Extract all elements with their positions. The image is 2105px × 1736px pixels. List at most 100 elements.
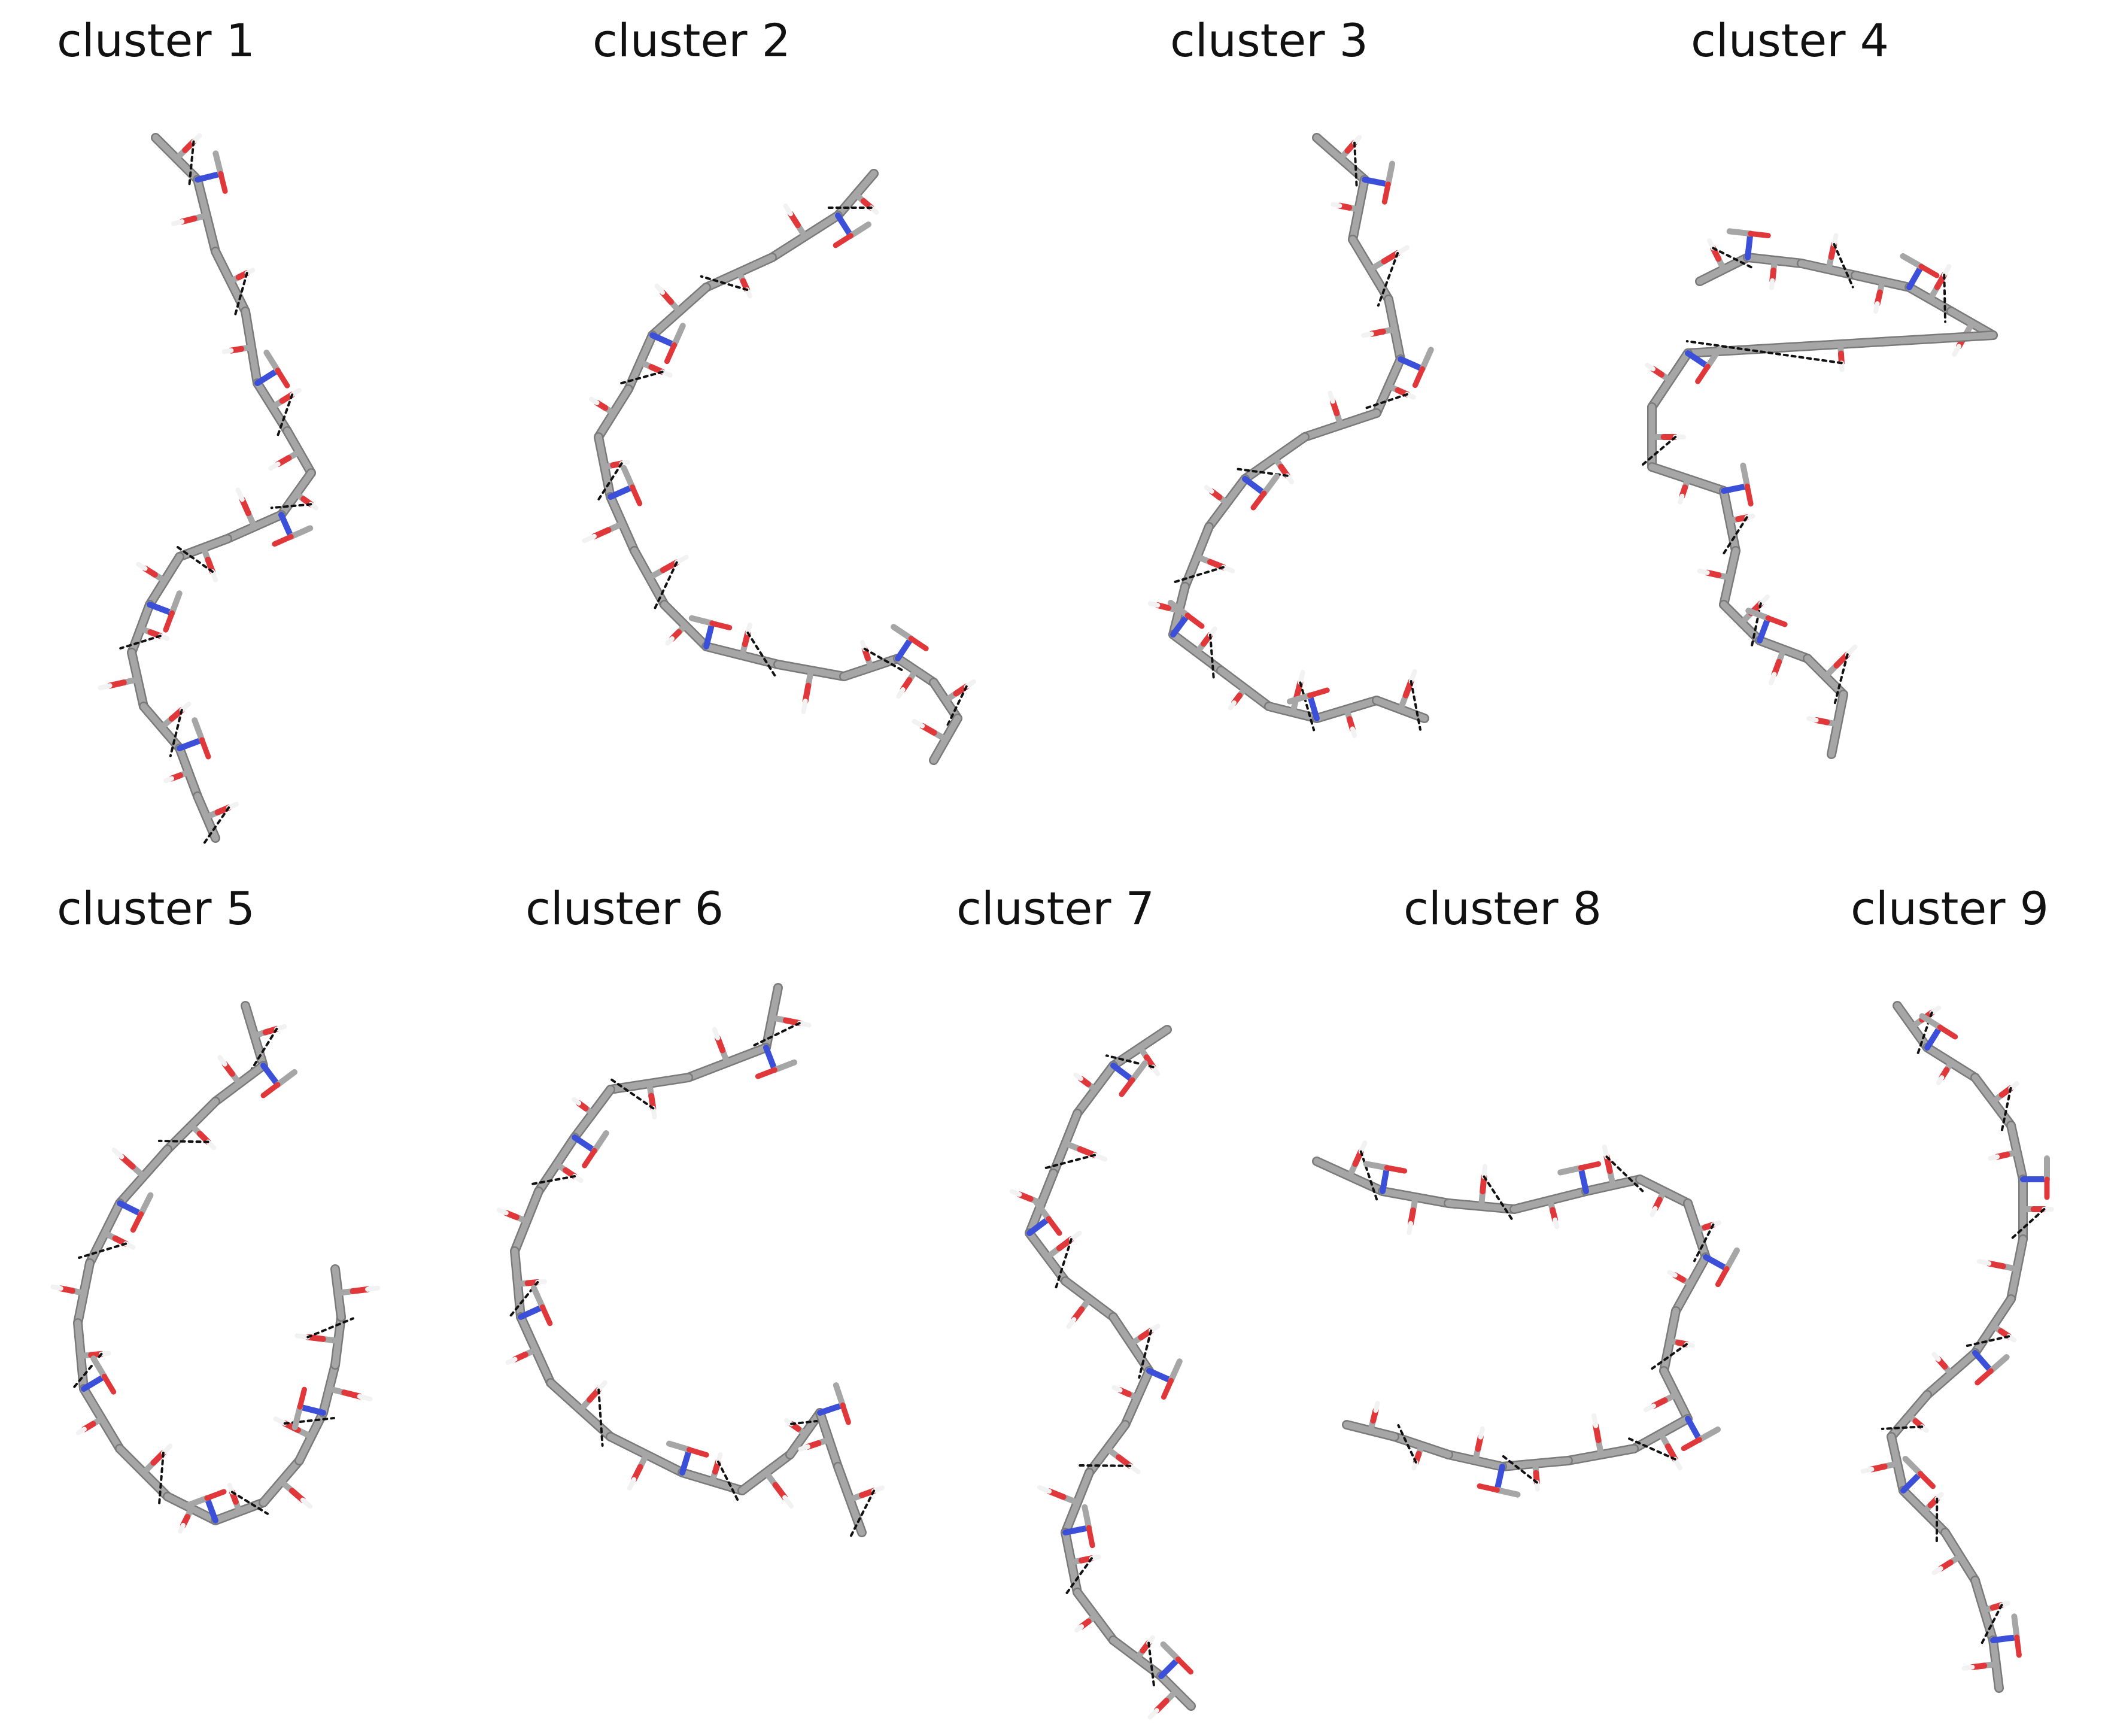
hydrogen-bond-dashed: [1685, 340, 1843, 365]
methyl-bond: [1494, 1487, 1521, 1498]
hydrogen-bond-dashed: [169, 709, 183, 758]
hydrogen-bond: [896, 687, 906, 699]
hydrogen-bond-dashed: [652, 561, 678, 612]
hydrogen-bond: [912, 718, 925, 729]
hydrogen-bond: [1845, 644, 1858, 657]
hydrogen-bond: [745, 622, 752, 636]
hydrogen-bond-dashed: [1943, 274, 1947, 323]
oxygen-bond: [591, 527, 612, 539]
oxygen-bond: [1603, 1154, 1613, 1174]
hydrogen-bond: [1931, 1352, 1941, 1362]
methyl-bond: [848, 221, 872, 239]
methyl-bond: [288, 525, 314, 540]
methyl-bond: [184, 1495, 210, 1509]
oxygen-bond: [1593, 1422, 1602, 1443]
methyl-bond: [891, 624, 915, 642]
hydrogen-bond-dashed: [1041, 1154, 1096, 1170]
oxygen-bond: [1402, 678, 1414, 699]
hydrogen-bond-dashed: [1364, 393, 1408, 409]
hydrogen-bond: [1952, 344, 1962, 357]
carbonyl-bond: [1307, 687, 1330, 699]
hydrogen-bond: [1650, 1206, 1658, 1217]
hydrogen-bond-dashed: [1483, 1175, 1515, 1222]
oxygen-bond: [1833, 651, 1851, 669]
hydrogen-bond: [268, 462, 281, 471]
hydrogen-bond: [274, 1024, 287, 1031]
carbonyl-bond: [1477, 1483, 1500, 1493]
methyl-bond: [275, 1069, 297, 1088]
hydrogen-bond: [1147, 600, 1161, 608]
hydrogen-bond-dashed: [700, 275, 749, 292]
hydrogen-bond: [674, 554, 689, 565]
methyl-bond: [621, 465, 636, 490]
hydrogen-bond-dashed: [616, 371, 664, 386]
hydrogen-bond-dashed: [716, 1460, 740, 1504]
carbonyl-bond: [1715, 1265, 1730, 1288]
nitrogen-bond: [835, 213, 854, 239]
carbonyl-bond: [204, 1489, 227, 1501]
hydrogen-bond: [179, 701, 192, 713]
carbonyl-bond: [1381, 181, 1391, 205]
methyl-bond: [263, 350, 281, 374]
hydrogen-bond: [588, 396, 600, 405]
cluster-3-label: cluster 3: [1170, 14, 1368, 67]
carbonyl-bond: [1747, 230, 1771, 239]
methyl-bond: [90, 1355, 108, 1380]
carbonyl-bond: [1184, 612, 1205, 629]
hydrogen-bond: [1352, 135, 1362, 145]
hydrogen-bond: [505, 1356, 518, 1365]
nitrogen-bond: [1380, 1164, 1390, 1194]
cluster-6-label: cluster 6: [526, 882, 724, 935]
carbonyl-bond: [664, 342, 678, 365]
hydrogen-bond-dashed: [1881, 1425, 1924, 1430]
hydrogen-bond: [160, 1443, 173, 1456]
hydrogen-bond: [290, 388, 302, 397]
carbonyl-bond: [163, 610, 175, 633]
hydrogen-bond: [1073, 1072, 1083, 1081]
oxygen-bond: [802, 682, 812, 705]
nitrogen-bond: [254, 367, 281, 386]
hydrogen-bond-dashed: [607, 1076, 655, 1110]
hydrogen-bond-dashed: [1693, 1223, 1715, 1262]
hydrogen-bond: [1645, 362, 1656, 372]
methyl-bond: [671, 323, 686, 348]
oxygen-bond: [660, 559, 680, 573]
hydrogen-bond-dashed: [233, 272, 248, 318]
hydrogen-bond: [300, 1497, 313, 1509]
hydrogen-bond: [1373, 1401, 1380, 1413]
hydrogen-bond: [357, 1394, 373, 1402]
hydrogen-bond-dashed: [230, 1491, 269, 1515]
hydrogen-bond: [1009, 1189, 1022, 1197]
hydrogen-bond: [715, 1452, 723, 1464]
nitrogen-bond: [1972, 1350, 1994, 1374]
methyl-bond: [1286, 692, 1313, 705]
hydrogen-bond-dashed: [1833, 242, 1854, 289]
carbonyl-bond: [755, 1067, 777, 1079]
hydrogen-bond: [572, 1097, 582, 1106]
hydrogen-bond: [1220, 564, 1235, 573]
hydrogen-bond: [1298, 670, 1305, 685]
methyl-bond: [1919, 1013, 1943, 1031]
methyl-bond: [1705, 346, 1723, 370]
carbonyl-bond: [1695, 363, 1711, 384]
hydrogen-bond-dashed: [1064, 1557, 1093, 1596]
hydrogen-bond: [1395, 245, 1410, 256]
hydrogen-bond: [783, 203, 793, 217]
hydrogen-bond: [1929, 1005, 1942, 1015]
hydrogen-bond: [651, 1106, 657, 1119]
hydrogen-bond-dashed: [1055, 1238, 1073, 1289]
carbonyl-bond: [1119, 1077, 1135, 1097]
oxygen-bond: [239, 496, 251, 517]
nitrogen-bond: [1362, 177, 1392, 187]
hydrogen-bond: [1988, 1154, 2000, 1161]
nitrogen-bond: [607, 484, 636, 500]
hydrogen-bond-dashed: [1377, 251, 1399, 307]
hydrogen-bond: [294, 1333, 311, 1340]
hydrogen-bond: [1758, 594, 1770, 606]
hydrogen-bond: [1074, 1624, 1085, 1633]
hydrogen-bond: [627, 1477, 637, 1491]
hydrogen-bond-dashed: [1980, 1604, 2003, 1645]
carbonyl-bond: [1046, 1216, 1062, 1236]
